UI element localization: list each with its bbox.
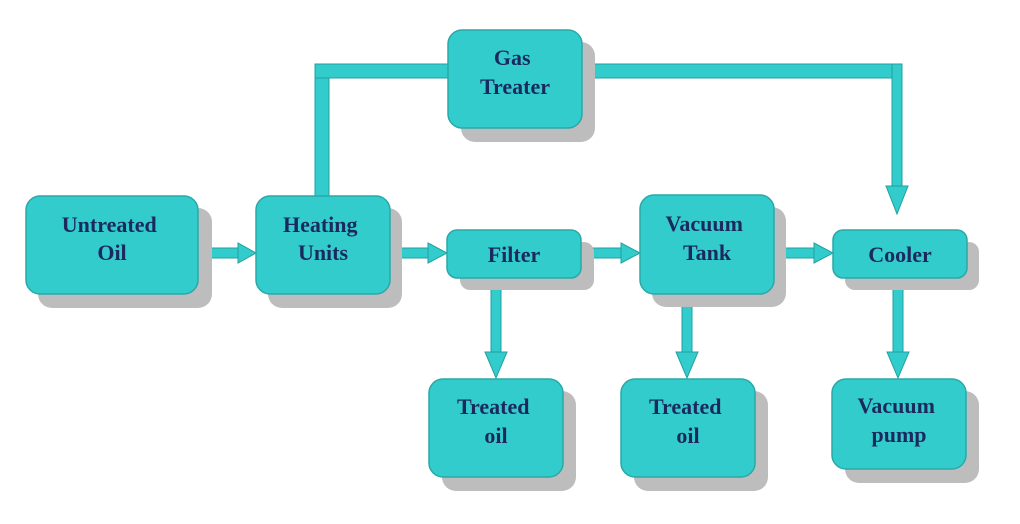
- node-heating-units: Heating Units: [255, 195, 402, 308]
- node-cooler: Cooler: [832, 229, 979, 290]
- svg-text:Heating Units: Heating Units: [283, 212, 363, 265]
- node-filter-line1: Filter: [488, 242, 541, 267]
- svg-text:Gas Treater: Gas Treater: [480, 45, 550, 99]
- node-treated-oil-2-line1: Treated: [649, 394, 722, 419]
- gas-pipe-right-vertical: [891, 63, 903, 189]
- svg-text:Treated oil: Treated oil: [457, 394, 535, 448]
- arrow-heating-to-filter: [427, 242, 449, 264]
- svg-text:Untreated Oil: Untreated Oil: [62, 212, 162, 265]
- arrow-cooler-to-vacuum-pump: [886, 351, 910, 380]
- node-gas-treater-line1: Gas: [494, 45, 531, 70]
- node-treated-oil-1-box: [428, 378, 564, 478]
- node-filter-box: [446, 229, 582, 279]
- svg-text:Vacuum Tank: Vacuum Tank: [666, 211, 749, 265]
- svg-text:Vacuum pump: Vacuum pump: [858, 393, 941, 447]
- node-heating-units-line2: Units: [298, 240, 349, 265]
- node-filter: Filter: [446, 229, 594, 290]
- node-heating-units-box: [255, 195, 391, 295]
- node-untreated-oil: Untreated Oil: [25, 195, 212, 308]
- svg-text:Treated oil: Treated oil: [649, 394, 727, 448]
- node-treated-oil-1-line2: oil: [484, 423, 507, 448]
- node-untreated-oil-line1: Untreated: [62, 212, 157, 237]
- gas-pipe-left-vertical: [314, 63, 330, 197]
- node-gas-treater-box: [447, 29, 583, 129]
- node-treated-oil-2-line2: oil: [676, 423, 699, 448]
- arrow-to-cooler-top: [885, 185, 909, 216]
- arrow-filter-to-tank: [620, 242, 642, 264]
- arrow-tank-to-treated-oil: [675, 351, 699, 380]
- node-vacuum-pump: Vacuum pump: [831, 378, 979, 483]
- node-vacuum-tank-line2: Tank: [683, 240, 732, 265]
- arrow-untreated-to-heating: [237, 242, 258, 264]
- node-vacuum-pump-box: [831, 378, 967, 470]
- node-vacuum-tank: Vacuum Tank: [639, 194, 786, 307]
- gas-pipe-top-left: [314, 63, 451, 79]
- node-gas-treater: Gas Treater: [447, 29, 595, 142]
- node-vacuum-tank-box: [639, 194, 775, 295]
- node-treated-oil-1-line1: Treated: [457, 394, 530, 419]
- node-cooler-line1: Cooler: [868, 242, 932, 267]
- node-gas-treater-line2: Treater: [480, 74, 550, 99]
- svg-text:Cooler: Cooler: [868, 242, 932, 267]
- node-treated-oil-2: Treated oil: [620, 378, 768, 491]
- node-untreated-oil-line2: Oil: [97, 240, 126, 265]
- node-heating-units-line1: Heating: [283, 212, 358, 237]
- node-vacuum-tank-line1: Vacuum: [666, 211, 743, 236]
- node-cooler-box: [832, 229, 968, 279]
- node-vacuum-pump-line2: pump: [871, 422, 926, 447]
- arrow-filter-to-treated-oil: [484, 351, 508, 380]
- arrow-tank-to-cooler: [813, 242, 835, 264]
- node-vacuum-pump-line1: Vacuum: [858, 393, 935, 418]
- node-treated-oil-1: Treated oil: [428, 378, 576, 491]
- svg-text:Filter: Filter: [488, 242, 541, 267]
- gas-pipe-top-right: [579, 63, 903, 79]
- node-untreated-oil-box: [25, 195, 199, 295]
- node-treated-oil-2-box: [620, 378, 756, 478]
